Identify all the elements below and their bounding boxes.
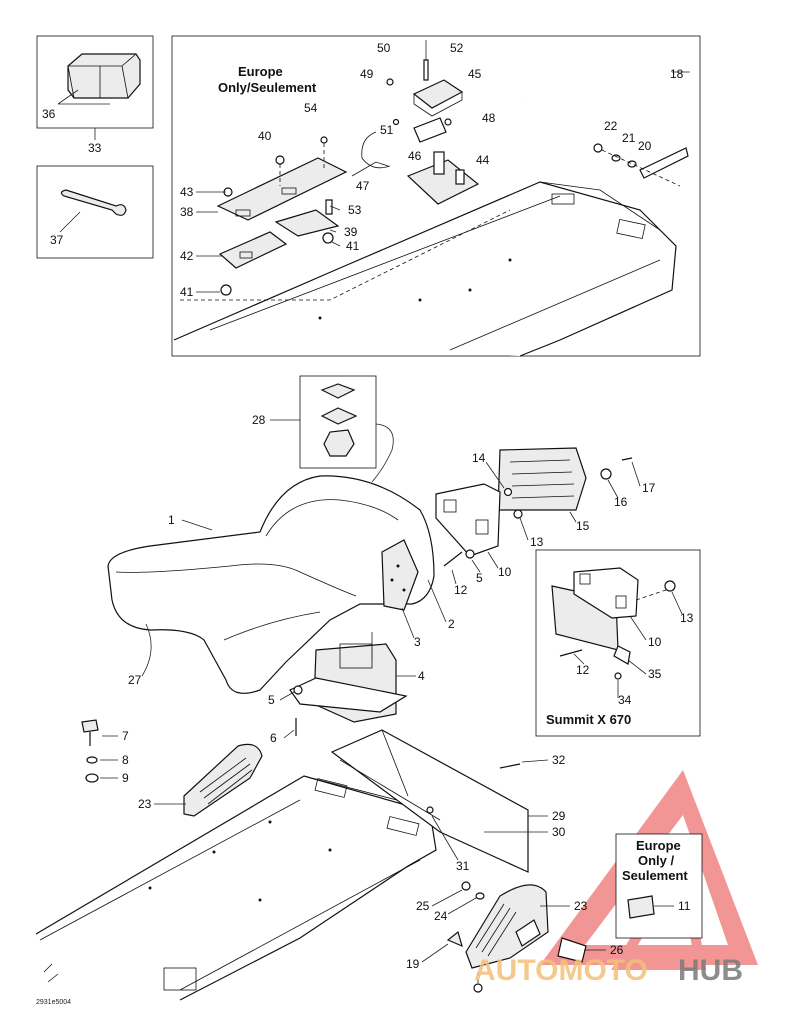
part-number: 34 xyxy=(618,693,632,707)
kit-28-box: 28 xyxy=(252,375,394,483)
part-number: 27 xyxy=(128,673,142,687)
part-number: 28 xyxy=(252,413,266,427)
part-number: 10 xyxy=(498,565,512,579)
part-number: 5 xyxy=(476,571,483,585)
rack-assembly-box: 18 22 21 20 Europe Only/Seulement xyxy=(171,35,701,357)
part-number: 7 xyxy=(122,729,129,743)
watermark-word-b: HUB xyxy=(678,954,743,987)
part-number: 18 xyxy=(670,67,684,81)
part-number: 51 xyxy=(380,123,394,137)
part-number: 22 xyxy=(604,119,618,133)
part-number: 42 xyxy=(180,249,194,263)
part-number: 50 xyxy=(377,41,391,55)
mud-flap: 32 29 30 31 xyxy=(330,729,566,873)
tunnel-lower: 2931e5004 xyxy=(35,775,437,1006)
part-number: 31 xyxy=(456,859,470,873)
drawing-code: 2931e5004 xyxy=(36,999,71,1006)
part-number: 53 xyxy=(348,203,362,217)
part-number: 48 xyxy=(482,111,496,125)
part-number: 8 xyxy=(122,753,129,767)
kit-33-box: 36 33 xyxy=(36,35,154,155)
part-number: 29 xyxy=(552,809,566,823)
tool-37-box: 37 xyxy=(36,165,154,259)
part-number: 39 xyxy=(344,225,358,239)
taillight-assembly: 14 13 15 16 17 10 5 12 xyxy=(435,447,656,597)
part-number: 43 xyxy=(180,185,194,199)
part-number: 13 xyxy=(680,611,694,625)
watermark-text: AUTOMOTO HUB xyxy=(474,954,743,987)
part-number: 12 xyxy=(454,583,468,597)
part-number: 12 xyxy=(576,663,590,677)
side-panel-right: 23 26 25 24 19 xyxy=(406,881,624,993)
part-number: 11 xyxy=(678,899,691,913)
part-number: 54 xyxy=(304,101,318,115)
part-number: 26 xyxy=(610,943,624,957)
part-number: 21 xyxy=(622,131,636,145)
part-number: 38 xyxy=(180,205,194,219)
part-number: 16 xyxy=(614,495,628,509)
hardware-7-9: 7 8 9 xyxy=(81,719,129,785)
part-number: 2 xyxy=(448,617,455,631)
part-number: 15 xyxy=(576,519,590,533)
part-number: 1 xyxy=(168,513,175,527)
part-number: 23 xyxy=(574,899,588,913)
part-number: 44 xyxy=(476,153,490,167)
part-number: 4 xyxy=(418,669,425,683)
part-number: 41 xyxy=(180,285,194,299)
part-number: 20 xyxy=(638,139,652,153)
part-number: 32 xyxy=(552,753,566,767)
part-number: 5 xyxy=(268,693,275,707)
part-number: 52 xyxy=(450,41,464,55)
europe-inset-title: Europe Only/Seulement xyxy=(218,64,317,95)
part-number: 40 xyxy=(258,129,272,143)
part-number: 37 xyxy=(50,233,64,247)
side-panel-left: 23 xyxy=(138,743,263,817)
seat-assembly: 1 2 3 27 4 5 6 xyxy=(107,475,455,745)
part-number: 19 xyxy=(406,957,420,971)
europe-bottom-box: Europe Only / Seulement 11 xyxy=(615,833,703,939)
part-number: 23 xyxy=(138,797,152,811)
part-number: 30 xyxy=(552,825,566,839)
part-number: 35 xyxy=(648,667,662,681)
part-number: 25 xyxy=(416,899,430,913)
part-number: 36 xyxy=(42,107,56,121)
part-number: 45 xyxy=(468,67,482,81)
part-number: 3 xyxy=(414,635,421,649)
watermark-triangle-icon xyxy=(540,770,758,965)
part-number: 24 xyxy=(434,909,448,923)
part-number: 10 xyxy=(648,635,662,649)
summit-inset-title: Summit X 670 xyxy=(546,712,631,727)
europe-bottom-title: Europe Only / Seulement xyxy=(622,838,688,883)
summit-x-670-box: 13 10 35 12 34 Summit X 670 xyxy=(535,549,701,737)
part-number: 14 xyxy=(472,451,486,465)
part-number: 49 xyxy=(360,67,374,81)
kit-number: 33 xyxy=(88,141,102,155)
part-number: 47 xyxy=(356,179,370,193)
part-number: 6 xyxy=(270,731,277,745)
part-number: 41 xyxy=(346,239,360,253)
part-number: 9 xyxy=(122,771,129,785)
part-number: 13 xyxy=(530,535,544,549)
watermark-word-a: AUTOMOTO xyxy=(474,954,648,987)
part-number: 17 xyxy=(642,481,656,495)
part-number: 46 xyxy=(408,149,422,163)
